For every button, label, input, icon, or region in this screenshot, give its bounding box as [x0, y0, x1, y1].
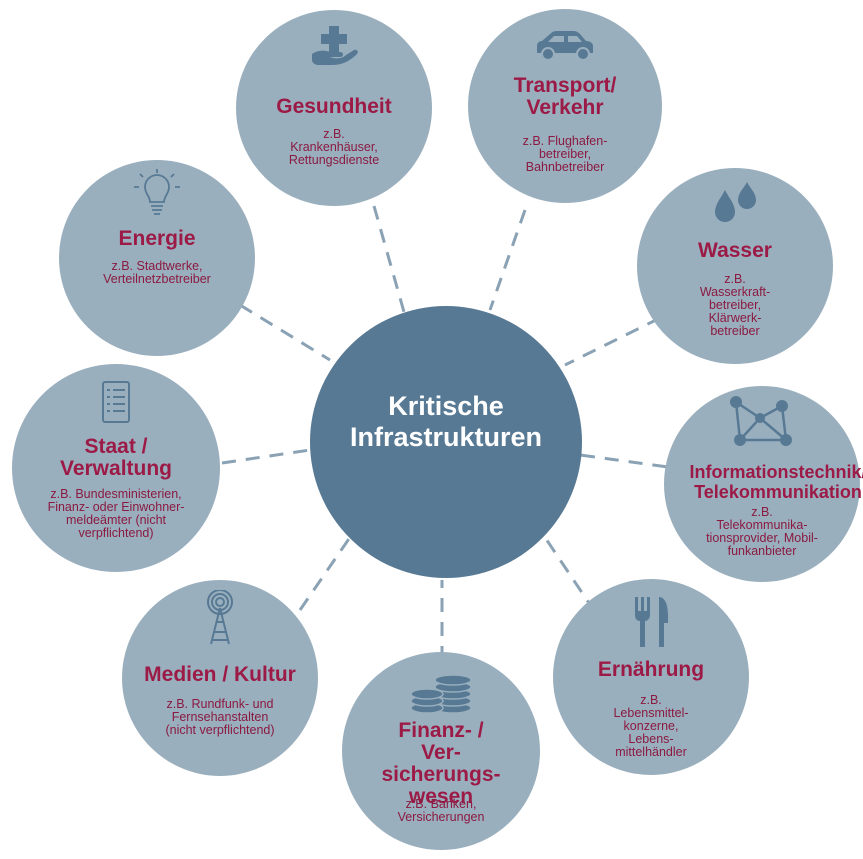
connector-wasser [564, 316, 661, 367]
node-title: Transport/ Verkehr [513, 74, 617, 119]
connector-it [579, 453, 691, 472]
node-ernaehrung: Ernährung z.B. Lebensmittel-konzerne, Le… [553, 579, 749, 775]
node-transport: Transport/ Verkehr z.B. Flughafen-betrei… [468, 9, 662, 203]
node-description: z.B. Wasserkraft-betreiber, Klärwerk-bet… [699, 272, 771, 338]
connector-gesundheit [372, 205, 406, 313]
node-title: Gesundheit [276, 95, 392, 118]
node-informationstechnik: Informationstechnik/ Telekommunikation z… [664, 386, 863, 582]
node-title: Informationstechnik/ Telekommunikation [689, 462, 863, 502]
node-title: Medien / Kultur [144, 663, 296, 686]
node-title: Energie [118, 227, 196, 250]
hand-plus-icon [312, 26, 358, 65]
node-description: z.B. Flughafen-betreiber, Bahnbetreiber [522, 134, 608, 174]
node-description: z.B. Krankenhäuser, Rettungsdienste [288, 127, 380, 167]
node-medien: Medien / Kultur z.B. Rundfunk- und Ferns… [122, 580, 318, 776]
node-description: z.B. Lebensmittel-konzerne, Lebens-mitte… [613, 693, 689, 759]
checklist-icon [102, 381, 130, 423]
node-title: Wasser [698, 239, 772, 262]
node-description: z.B. Bundesministerien, Finanz- oder Ein… [47, 487, 185, 540]
connector-transport [488, 209, 527, 311]
node-energie: Energie z.B. Stadtwerke, Verteilnetzbetr… [59, 160, 255, 356]
node-gesundheit: Gesundheit z.B. Krankenhäuser, Rettungsd… [236, 10, 432, 206]
connector-staat [221, 448, 311, 465]
coins-icon [410, 674, 472, 714]
node-description: z.B. Banken, Versicherungen [397, 797, 485, 824]
car-icon [537, 31, 593, 61]
antenna-icon [207, 590, 233, 645]
node-description: z.B. Stadtwerke, Verteilnetzbetreiber [103, 259, 211, 286]
water-drops-icon [715, 182, 756, 222]
node-description: z.B. Telekommunika-tionsprovider, Mobil-… [706, 505, 818, 558]
connector-medien [298, 529, 357, 611]
node-description: z.B. Rundfunk- und Fernsehanstalten (nic… [165, 697, 275, 737]
cutlery-icon [635, 597, 668, 647]
center-title: Kritische Infrastrukturen [349, 391, 543, 452]
connector-energie [239, 303, 331, 362]
node-wasser: Wasser z.B. Wasserkraft-betreiber, Klärw… [637, 168, 833, 364]
center-node: Kritische Infrastrukturen [310, 306, 582, 578]
node-finanz: Finanz- / Ver-sicherungs-wesen z.B. Bank… [342, 652, 540, 850]
network-icon [730, 396, 792, 446]
node-title: Finanz- / Ver-sicherungs-wesen [381, 719, 501, 808]
lightbulb-icon [134, 169, 180, 215]
node-title: Staat / Verwaltung [59, 435, 173, 480]
connector-ernaehrung [538, 529, 597, 613]
node-staat: Staat / Verwaltung z.B. Bundesministerie… [12, 364, 220, 572]
node-title: Ernährung [597, 658, 705, 681]
